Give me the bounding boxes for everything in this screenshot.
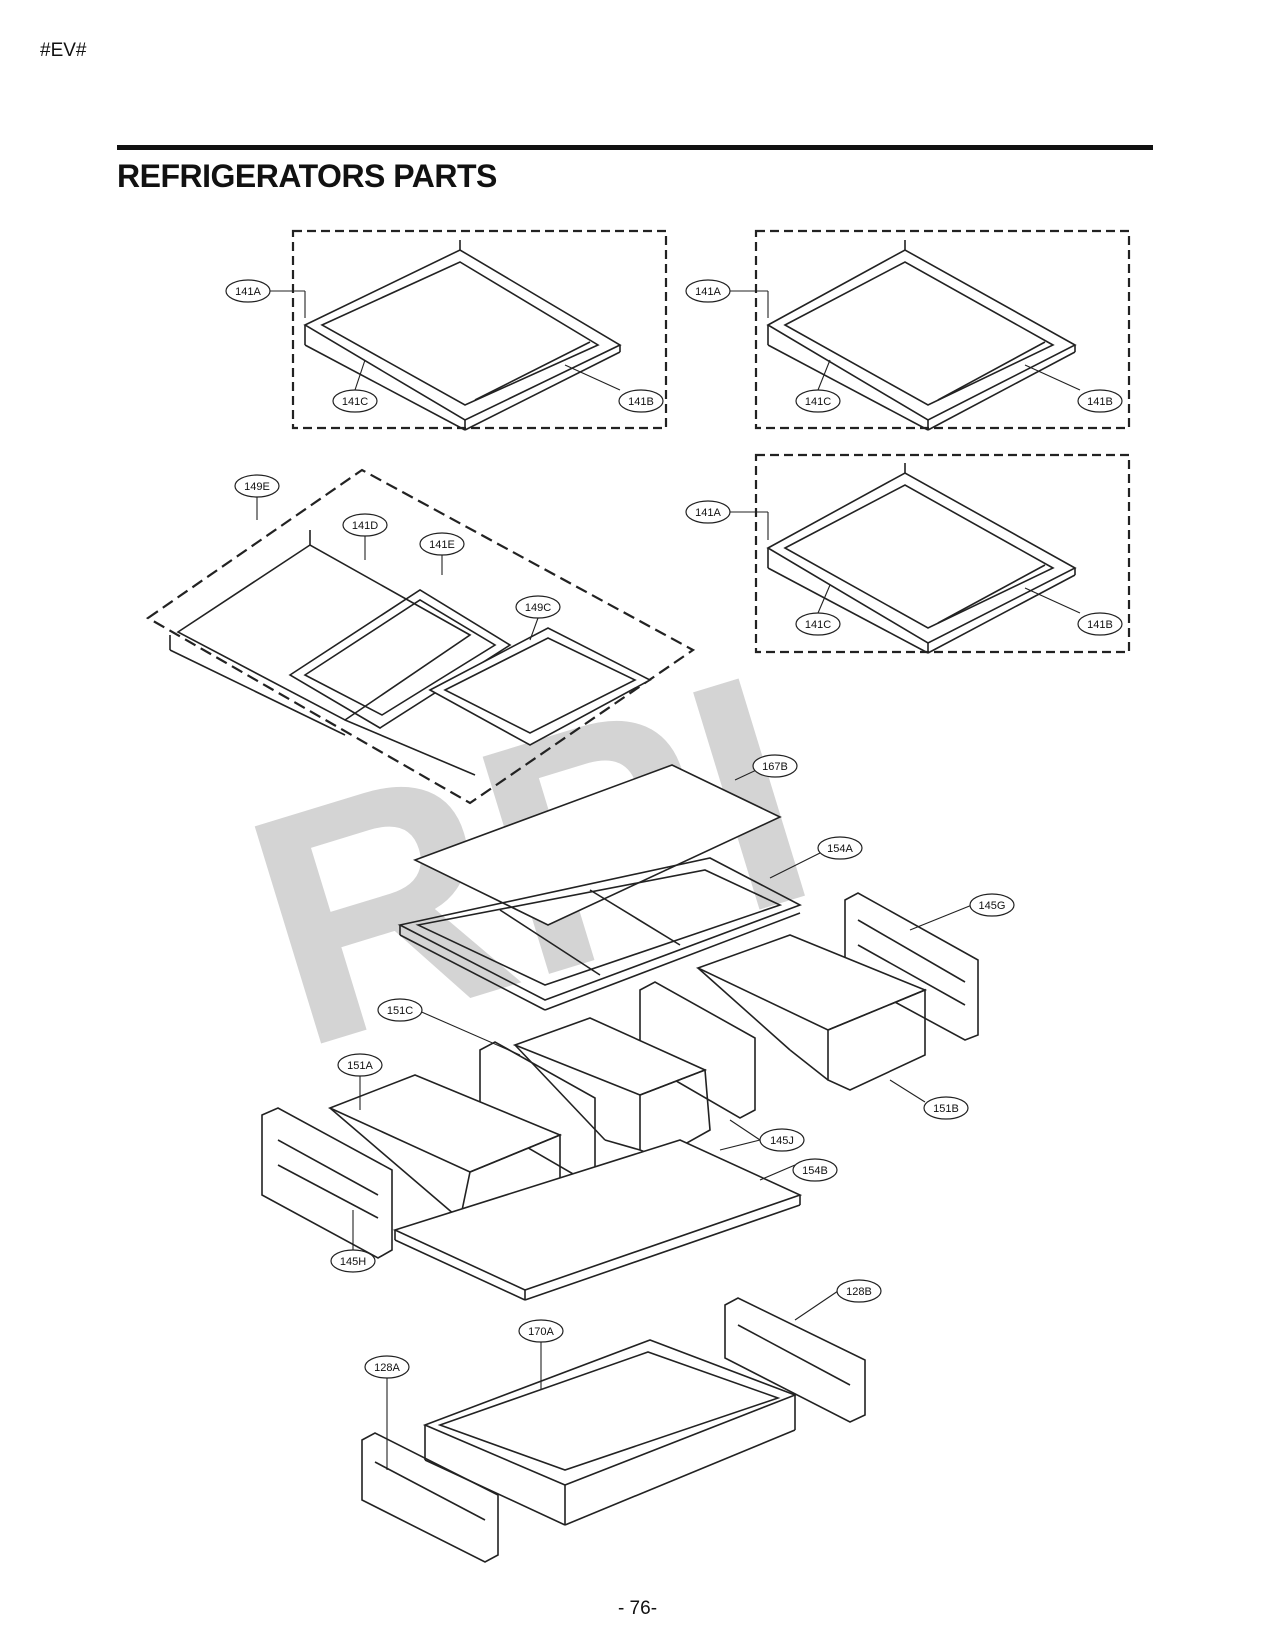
callout-141A-middle-right: 141A <box>685 500 731 524</box>
document-code: #EV# <box>40 40 87 61</box>
callout-label: 141B <box>1087 396 1113 408</box>
pantry-drawer <box>422 1339 798 1526</box>
drawer-rail-right <box>724 1297 866 1423</box>
callout-label: 141A <box>695 507 721 519</box>
callout-170A: 170A <box>518 1319 564 1343</box>
crisper-drawer-right <box>695 934 928 1091</box>
callout-label: 141C <box>805 619 831 631</box>
crisper-divider-left <box>261 1107 393 1259</box>
crisper-base-tray <box>392 1139 803 1301</box>
callout-label: 154B <box>802 1165 828 1177</box>
crisper-cover-frame <box>397 857 802 1011</box>
callout-label: 149C <box>525 602 551 614</box>
shelf-assembly-middle-right <box>754 453 1131 654</box>
callout-label: 141C <box>805 396 831 408</box>
page-number: - 76- <box>617 1598 658 1619</box>
callout-label: 151B <box>933 1103 959 1115</box>
callout-141D: 141D <box>342 513 388 537</box>
callout-141B-middle-right: 141B <box>1077 612 1123 636</box>
callout-label: 154A <box>827 843 853 855</box>
callout-149C: 149C <box>515 595 561 619</box>
callout-145G: 145G <box>969 893 1015 917</box>
callout-label: 145J <box>770 1135 794 1147</box>
callout-154B: 154B <box>792 1158 838 1182</box>
callout-label: 141B <box>1087 619 1113 631</box>
callout-167B: 167B <box>752 754 798 778</box>
page-title: REFRIGERATORS PARTS <box>117 158 497 194</box>
callout-128A: 128A <box>364 1355 410 1379</box>
callout-leader-lines <box>256 290 1081 1470</box>
callout-label: 167B <box>762 761 788 773</box>
callout-label: 141B <box>628 396 654 408</box>
callout-141A-top-left: 141A <box>225 279 271 303</box>
callout-154A: 154A <box>817 836 863 860</box>
callout-141B-top-right: 141B <box>1077 389 1123 413</box>
callout-151A: 151A <box>337 1053 383 1077</box>
callout-151B: 151B <box>923 1096 969 1120</box>
callout-141C-middle-right: 141C <box>795 612 841 636</box>
callout-151C: 151C <box>377 998 423 1022</box>
shelf-assembly-top-right <box>754 229 1131 431</box>
callout-label: 128A <box>374 1362 400 1374</box>
callout-141B-top-left: 141B <box>618 389 664 413</box>
callout-145J: 145J <box>759 1128 805 1152</box>
callout-141A-top-right: 141A <box>685 279 731 303</box>
title-rule <box>117 145 1153 150</box>
callout-label: 151C <box>387 1005 413 1017</box>
callout-141E: 141E <box>419 532 465 556</box>
callout-label: 151A <box>347 1060 373 1072</box>
shelf-assembly-top-left <box>291 229 668 431</box>
callout-label: 141E <box>429 539 455 551</box>
callout-label: 141A <box>235 286 261 298</box>
callout-label: 145G <box>979 900 1006 912</box>
callout-label: 149E <box>244 481 270 493</box>
callout-128B: 128B <box>836 1279 882 1303</box>
callout-141C-top-right: 141C <box>795 389 841 413</box>
callout-label: 141C <box>342 396 368 408</box>
callout-label: 170A <box>528 1326 554 1338</box>
slide-out-shelf-assembly <box>145 468 696 805</box>
callout-145H: 145H <box>330 1249 376 1273</box>
callout-label: 145H <box>340 1256 366 1268</box>
callout-label: 141A <box>695 286 721 298</box>
callout-149E: 149E <box>234 474 280 498</box>
drawer-rail-left <box>361 1432 499 1563</box>
callout-label: 128B <box>846 1286 872 1298</box>
callout-141C-top-left: 141C <box>332 389 378 413</box>
callout-label: 141D <box>352 520 378 532</box>
